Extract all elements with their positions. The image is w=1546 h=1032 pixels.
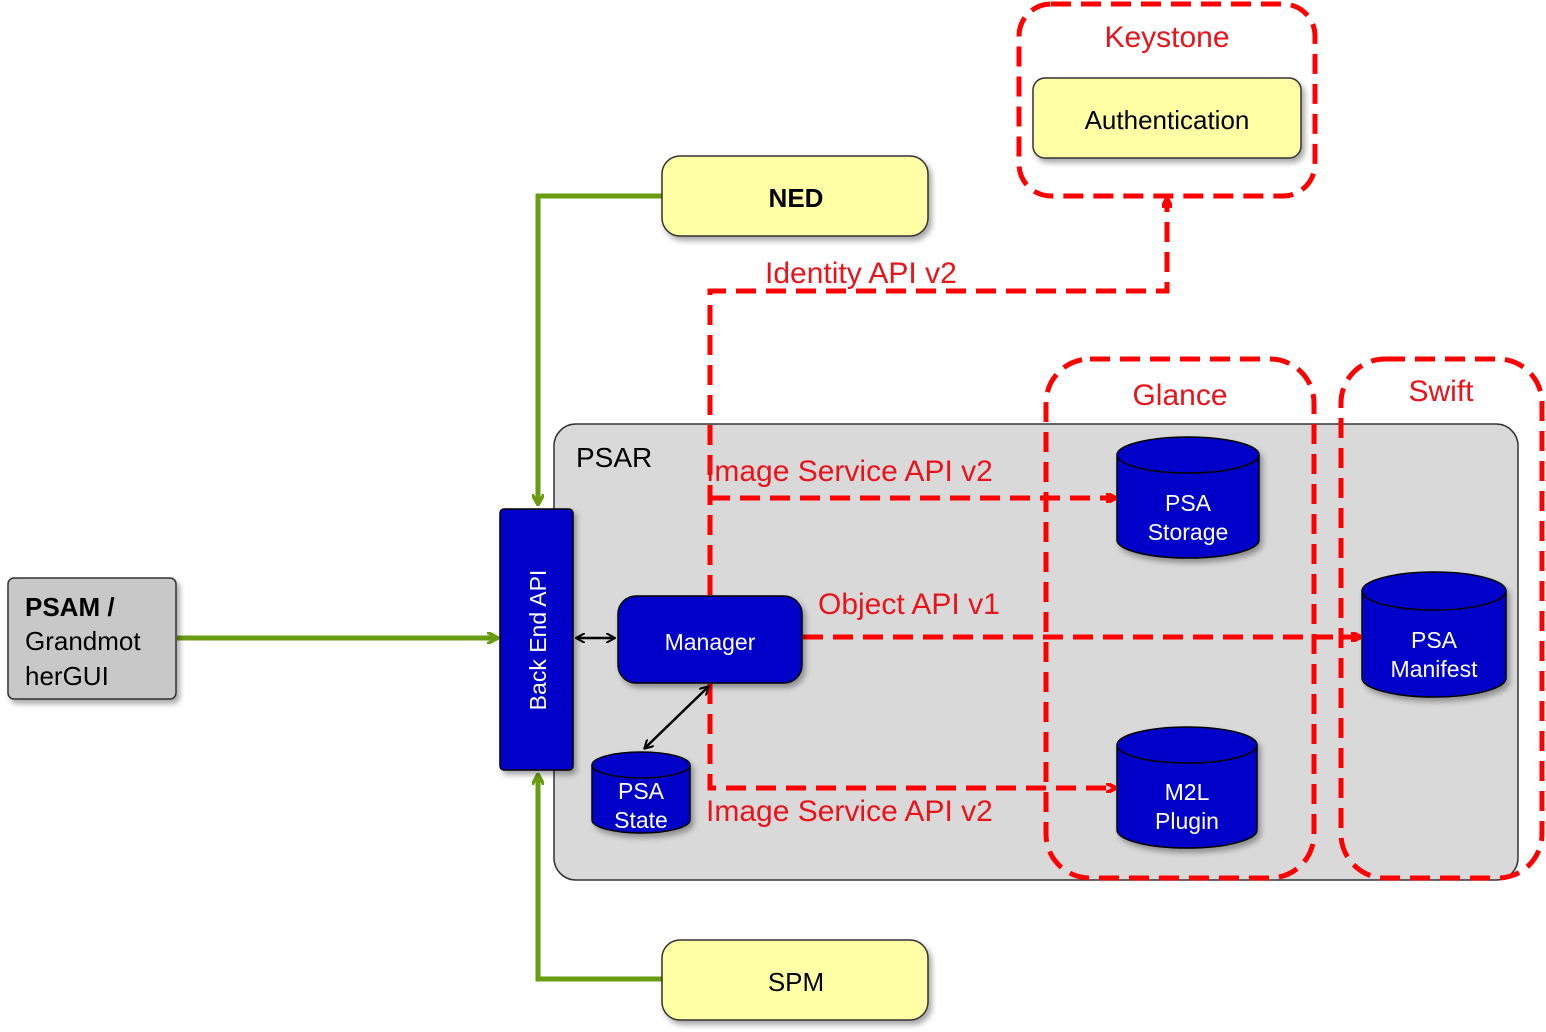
manager-box	[617, 595, 803, 684]
manager-label: Manager	[665, 629, 756, 655]
spm-label: SPM	[768, 967, 824, 997]
ned-label: NED	[769, 183, 824, 213]
spm-to-backend-connector	[538, 776, 662, 982]
identity-api-connector	[707, 201, 1167, 595]
keystone-group	[1016, 1, 1318, 199]
spm-box	[661, 939, 929, 1021]
glance-label: Glance	[1132, 379, 1227, 412]
m2l-plugin-label-line1: M2L	[1165, 779, 1210, 805]
authentication-box	[1032, 77, 1302, 159]
identity-api-label: Identity API v2	[765, 257, 957, 290]
psa-manifest-label-line2: Manifest	[1391, 656, 1479, 682]
psa-storage-label-line2: Storage	[1148, 519, 1229, 545]
psam-box	[7, 577, 177, 700]
ned-to-backend-connector	[538, 193, 662, 503]
psam-label-line2: Grandmot	[25, 626, 141, 656]
image-service-top-label: Image Service API v2	[706, 455, 993, 488]
psa-state-cylinder	[591, 751, 691, 834]
glance-group	[1043, 356, 1317, 881]
psa-manifest-label-line1: PSA	[1411, 627, 1458, 653]
swift-group	[1338, 356, 1545, 881]
psam-label-line3: herGUI	[25, 661, 109, 691]
manager-state-arrow	[645, 687, 708, 748]
keystone-label: Keystone	[1104, 21, 1229, 54]
psa-manifest-cylinder	[1361, 571, 1507, 698]
m2l-plugin-cylinder	[1116, 726, 1258, 849]
back-end-api-label: Back End API	[525, 570, 551, 711]
psa-storage-cylinder	[1116, 436, 1260, 559]
m2l-plugin-label-line2: Plugin	[1155, 808, 1219, 834]
psa-storage-label-line1: PSA	[1165, 490, 1212, 516]
psar-label: PSAR	[576, 442, 652, 473]
psa-state-label-line1: PSA	[618, 778, 665, 804]
object-api-label: Object API v1	[818, 588, 1000, 621]
psam-label-line1: PSAM /	[25, 592, 115, 622]
psa-state-label-line2: State	[614, 807, 668, 833]
swift-label: Swift	[1408, 375, 1474, 408]
back-end-api-box	[499, 508, 574, 771]
ned-box	[661, 155, 929, 237]
image-service-bottom-label: Image Service API v2	[706, 795, 993, 828]
authentication-label: Authentication	[1085, 105, 1250, 135]
